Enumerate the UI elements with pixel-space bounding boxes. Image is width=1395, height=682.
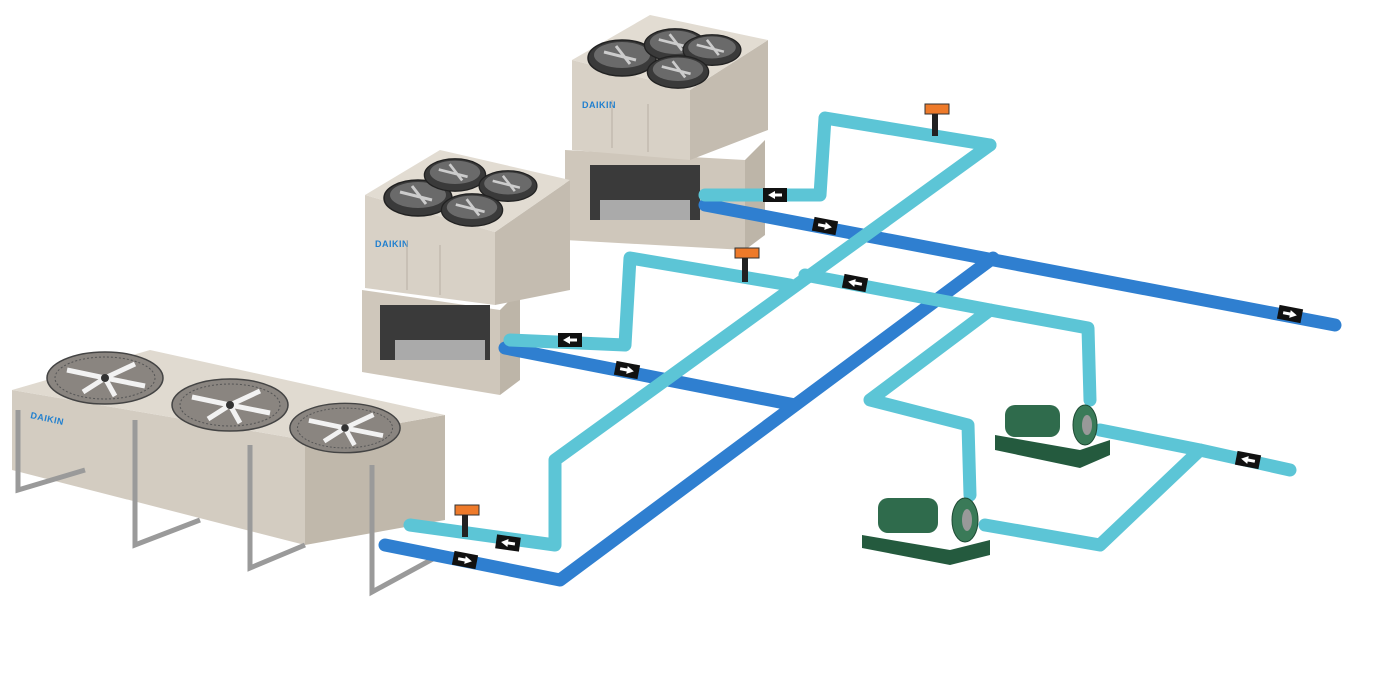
supply-branch-pump2 xyxy=(863,303,997,502)
arrow-left-icon xyxy=(763,188,787,202)
fan-icon xyxy=(646,54,710,90)
return-pipe-main xyxy=(698,198,1342,332)
arrow-right-icon xyxy=(451,550,479,570)
arrow-left-icon xyxy=(1234,450,1262,470)
brand-logo: DAIKIN xyxy=(375,239,409,249)
supply-header xyxy=(798,268,1097,407)
arrow-left-icon xyxy=(558,333,582,347)
fan-icon xyxy=(47,352,163,404)
chiller-unit-rear: DAIKIN xyxy=(565,15,768,250)
flow-arrows xyxy=(451,188,1304,570)
fan-icon xyxy=(290,403,400,452)
return-pipe-chiller-front xyxy=(498,341,802,412)
control-valve xyxy=(924,103,950,136)
supply-pipe-chiller-rear xyxy=(698,111,997,202)
chiller-unit-front: DAIKIN xyxy=(362,150,570,395)
supply-pipe-riser xyxy=(403,138,997,552)
fan-icon xyxy=(440,192,504,228)
arrow-right-icon xyxy=(1276,304,1304,324)
control-valve xyxy=(734,247,760,282)
fan-icon xyxy=(423,157,487,193)
fan-icon xyxy=(172,379,288,431)
arrow-right-icon xyxy=(613,360,641,380)
pump-upper xyxy=(995,404,1110,468)
brand-logo: DAIKIN xyxy=(582,100,616,110)
remote-condenser: DAIKIN xyxy=(12,350,445,597)
pump-discharge xyxy=(1093,423,1207,457)
arrow-right-icon xyxy=(811,216,839,236)
return-pipe-riser xyxy=(378,251,1000,587)
control-valve xyxy=(454,504,480,537)
arrow-left-icon xyxy=(841,273,869,293)
pump-lower xyxy=(862,497,990,565)
arrow-left-icon xyxy=(495,534,521,552)
